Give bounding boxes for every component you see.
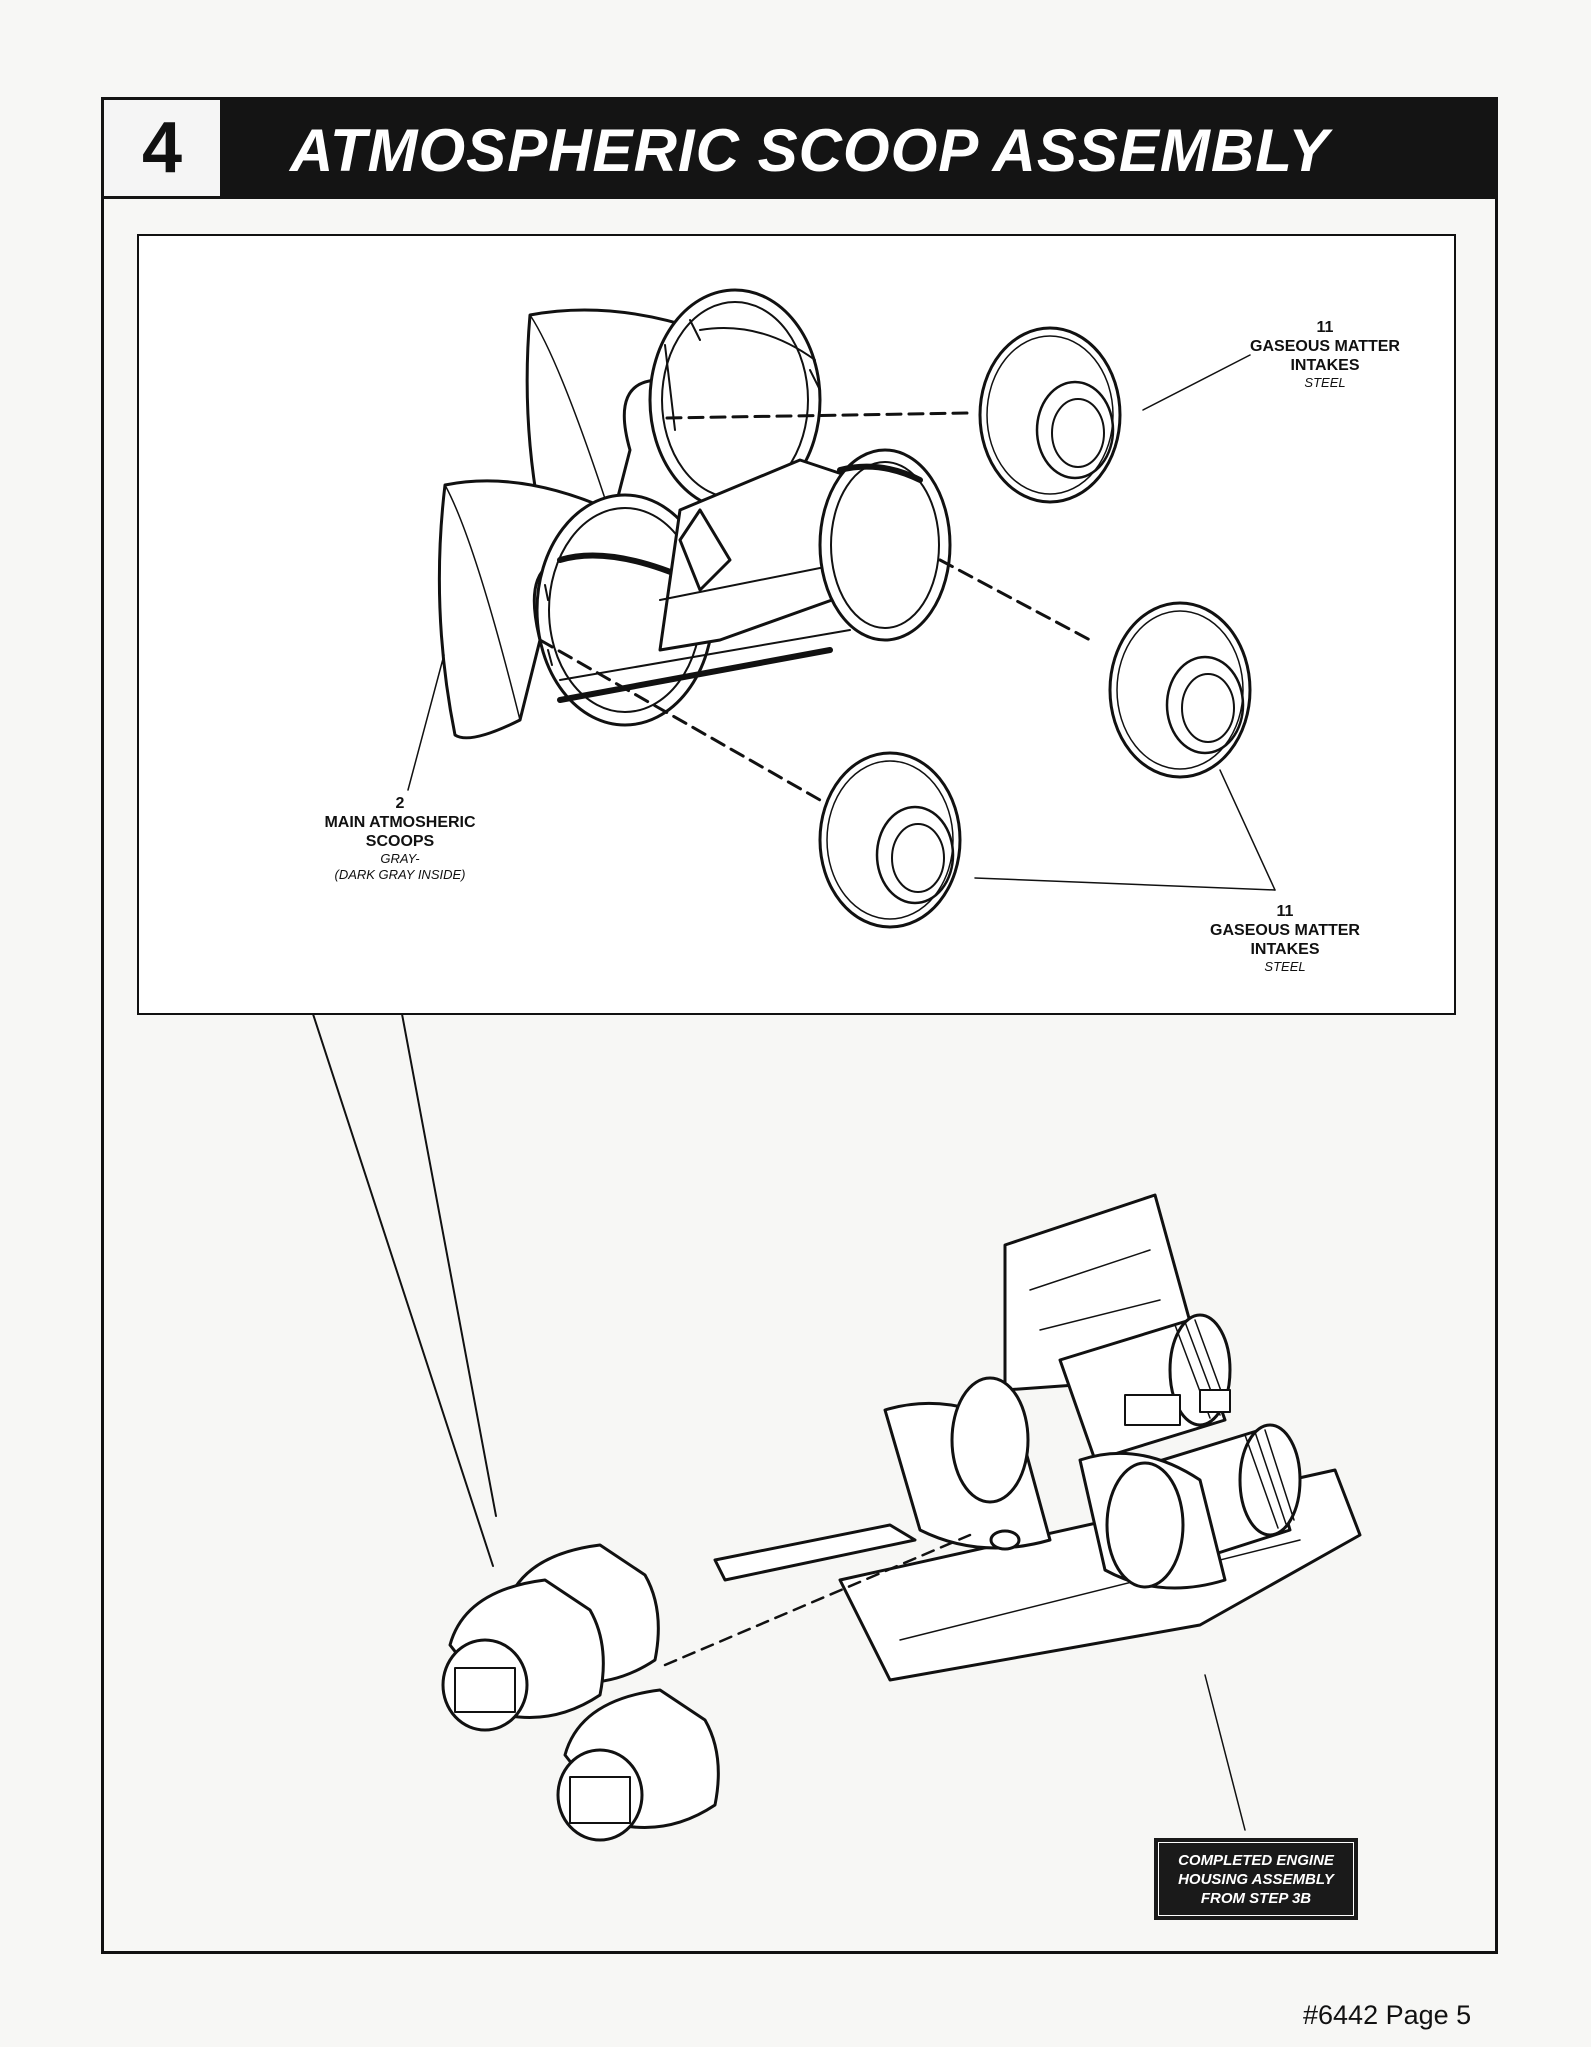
leader-intakes-middle xyxy=(1219,769,1276,891)
page-number: #6442 Page 5 xyxy=(1303,2000,1472,2030)
guide-lower xyxy=(538,638,822,802)
assembled-scoops xyxy=(441,1543,720,1842)
label-intakes-bottom: 11 GASEOUS MATTER INTAKES STEEL xyxy=(1190,902,1380,975)
scoops-color: GRAY- xyxy=(380,851,420,866)
scoops-name-2: SCOOPS xyxy=(365,833,435,850)
intake-disc-middle xyxy=(1108,601,1252,779)
lower-left-scoop xyxy=(437,479,715,740)
intakes-bottom-number: 11 xyxy=(1276,903,1294,920)
scoops-number: 2 xyxy=(395,795,405,812)
completed-assembly-badge: COMPLETED ENGINE HOUSING ASSEMBLY FROM S… xyxy=(1154,1838,1358,1920)
badge-line-2: HOUSING ASSEMBLY xyxy=(1178,1870,1334,1888)
label-intakes-top: 11 GASEOUS MATTER INTAKES STEEL xyxy=(1240,318,1410,391)
intake-disc-top xyxy=(978,326,1122,504)
leader-intakes-top xyxy=(1142,354,1251,411)
upper-scoop xyxy=(525,288,822,544)
intakes-bottom-color: STEEL xyxy=(1264,959,1306,974)
zoom-pointer-left xyxy=(312,1013,494,1567)
engine-housing-assembly xyxy=(713,1193,1362,1682)
leader-scoops xyxy=(407,654,445,791)
badge-line-3: FROM STEP 3B xyxy=(1200,1889,1312,1907)
badge-line-1: COMPLETED ENGINE xyxy=(1178,1851,1334,1869)
leader-intakes-bottom xyxy=(974,877,1276,891)
intakes-bottom-name-2: INTAKES xyxy=(1250,941,1320,958)
guide-middle xyxy=(938,558,1092,642)
intake-disc-bottom xyxy=(818,751,962,929)
intakes-top-number: 11 xyxy=(1316,319,1334,336)
step-number: 4 xyxy=(104,100,223,196)
intakes-bottom-name-1: GASEOUS MATTER xyxy=(1210,922,1360,939)
label-scoops: 2 MAIN ATMOSHERIC SCOOPS GRAY- (DARK GRA… xyxy=(290,794,510,883)
leader-completed xyxy=(1204,1674,1246,1831)
step-header xyxy=(101,97,1498,199)
connecting-body xyxy=(557,448,952,703)
intakes-top-color: STEEL xyxy=(1304,375,1346,390)
zoom-pointer-right xyxy=(401,1013,497,1517)
guide-upper xyxy=(665,411,972,420)
intakes-top-name-2: INTAKES xyxy=(1290,357,1360,374)
intakes-top-name-1: GASEOUS MATTER xyxy=(1250,338,1400,355)
scoops-name-1: MAIN ATMOSHERIC xyxy=(324,814,476,831)
guide-assembly xyxy=(663,1533,972,1667)
scoops-color-note: (DARK GRAY INSIDE) xyxy=(334,867,466,882)
step-title: ATMOSPHERIC SCOOP ASSEMBLY xyxy=(290,117,1330,184)
